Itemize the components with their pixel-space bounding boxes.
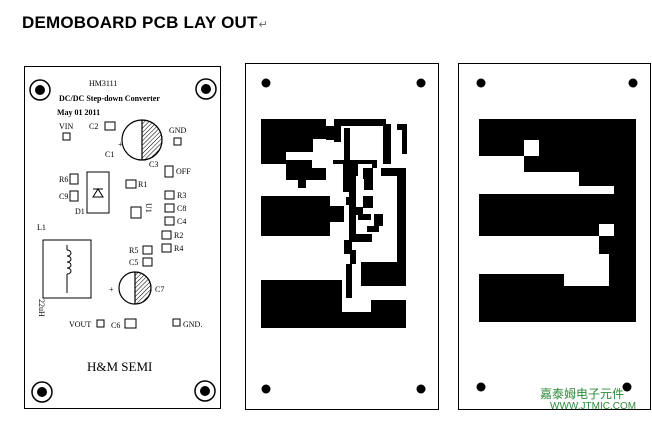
brand-label: H&M SEMI <box>87 359 152 374</box>
bottom-copper-drawing <box>476 78 638 392</box>
label-c7: C7 <box>155 285 164 294</box>
label-r6: R6 <box>59 175 68 184</box>
bottom-holes <box>476 78 638 392</box>
label-r5: R5 <box>129 246 138 255</box>
watermark: 嘉泰姆电子元件 WWW.JTMIC.COM <box>540 385 652 412</box>
board-subtitle: DC/DC Step-down Converter <box>59 94 160 103</box>
mounting-hole-top-right <box>195 78 217 100</box>
c8-footprint <box>164 203 175 213</box>
board-date: May 01 2011 <box>57 108 100 117</box>
label-c2: C2 <box>89 122 98 131</box>
c2-footprint <box>104 121 116 131</box>
mounting-hole-bottom-left <box>31 381 53 403</box>
watermark-url: WWW.JTMIC.COM <box>550 401 637 412</box>
d1-diode-symbol <box>86 171 110 214</box>
label-c9: C9 <box>59 192 68 201</box>
mounting-hole-bottom-right <box>194 380 216 402</box>
r5-footprint <box>142 245 153 255</box>
silkscreen-drawing: HM3111 DC/DC Step-down Converter May 01 … <box>29 78 217 403</box>
r2-footprint <box>161 230 172 240</box>
part-number: HM3111 <box>89 79 117 88</box>
c1-capacitor-symbol <box>121 119 163 161</box>
return-mark-icon: ↵ <box>258 19 269 31</box>
label-c1: C1 <box>105 150 114 159</box>
label-c8: C8 <box>177 204 186 213</box>
title-text: DEMOBOARD PCB LAY OUT <box>22 13 258 32</box>
label-gnd-top: GND <box>169 126 187 135</box>
label-c4: C4 <box>177 217 186 226</box>
label-c5: C5 <box>129 258 138 267</box>
c3-footprint <box>164 165 174 178</box>
label-r4: R4 <box>174 244 183 253</box>
mounting-hole-top-left <box>29 79 51 101</box>
label-c6: C6 <box>111 321 120 330</box>
label-d1: D1 <box>75 207 85 216</box>
label-r1: R1 <box>138 180 147 189</box>
bottom-copper-traces <box>479 119 636 322</box>
vin-pad <box>62 132 71 141</box>
gnd-top-pad <box>173 137 182 146</box>
label-off: OFF <box>176 167 191 176</box>
page-title: DEMOBOARD PCB LAY OUT↵ <box>22 13 268 33</box>
r1-footprint <box>125 179 137 189</box>
label-u1: U1 <box>144 203 153 213</box>
top-copper-drawing <box>261 78 426 394</box>
silkscreen-board: HM3111 DC/DC Step-down Converter May 01 … <box>24 66 221 409</box>
r3-footprint <box>164 190 175 200</box>
watermark-chinese-text: 嘉泰姆电子元件 <box>540 387 625 401</box>
u1-footprint <box>130 206 142 219</box>
l1-inductor-symbol <box>42 239 92 299</box>
label-c1-plus: + <box>118 140 123 149</box>
label-c3: C3 <box>149 160 158 169</box>
label-l1: L1 <box>37 223 46 232</box>
c4-footprint <box>164 216 175 226</box>
r6-footprint <box>69 173 79 185</box>
r4-footprint <box>161 243 172 253</box>
c6-footprint <box>124 318 137 329</box>
label-r3: R3 <box>177 191 186 200</box>
top-holes <box>261 78 426 394</box>
label-r2: R2 <box>174 231 183 240</box>
label-vout: VOUT <box>69 320 91 329</box>
bottom-copper-board <box>458 63 651 410</box>
label-vin: VIN <box>59 122 73 131</box>
c7-capacitor-symbol <box>118 271 152 305</box>
gnd-bottom-pad <box>172 318 181 327</box>
vout-pad <box>96 319 105 328</box>
label-inductor-value: 22uH <box>37 299 46 317</box>
top-copper-traces <box>261 119 407 328</box>
label-c7-plus: + <box>109 285 114 294</box>
c9-footprint <box>69 190 79 202</box>
top-copper-board <box>245 63 439 410</box>
c5-footprint <box>142 257 153 267</box>
label-gnd-bottom: GND. <box>183 320 202 329</box>
